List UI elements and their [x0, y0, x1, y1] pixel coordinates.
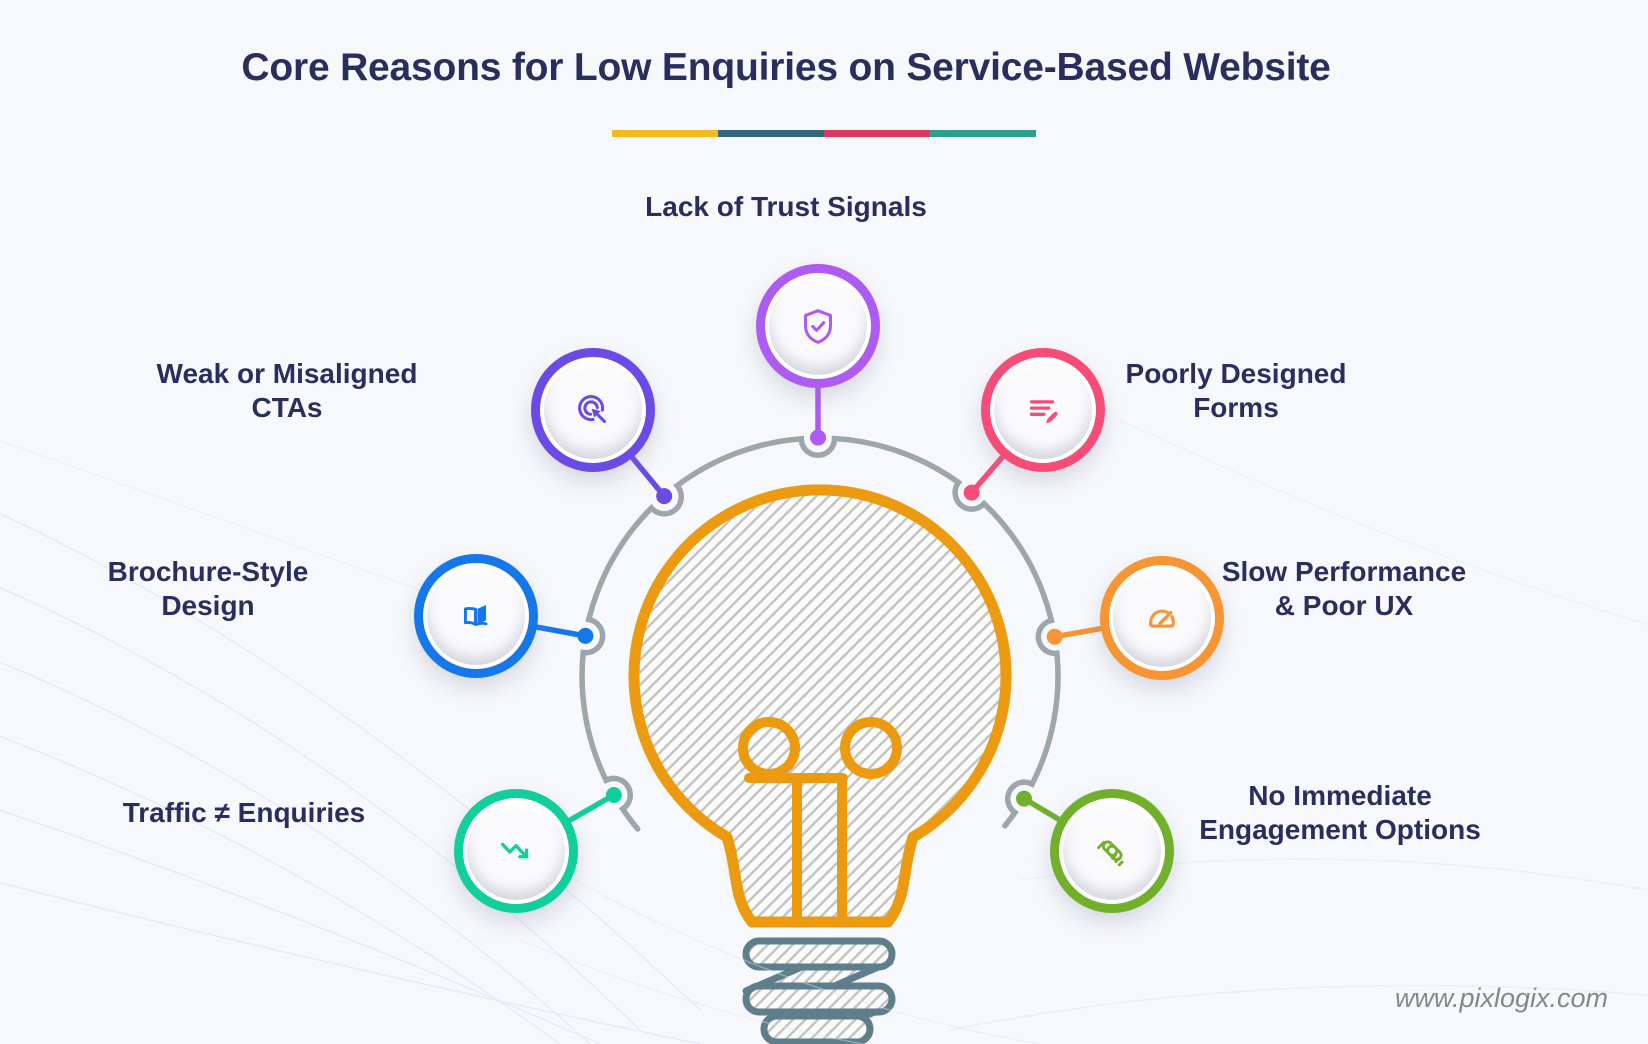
orbit-arc	[579, 435, 1061, 832]
dot-traffic	[605, 787, 622, 803]
divider-segment-yellow	[612, 130, 718, 137]
connector-dots	[577, 429, 1063, 807]
form-pencil-icon	[1029, 400, 1058, 424]
label-trust-signals: Lack of Trust Signals	[645, 191, 927, 222]
bulb-glass	[628, 484, 1012, 928]
node-poor-forms-disc	[994, 361, 1092, 459]
title-divider	[612, 130, 1036, 137]
label-slow-performance: Slow Performance& Poor UX	[1221, 556, 1467, 621]
page-title: Core Reasons for Low Enquiries on Servic…	[241, 46, 1331, 89]
label-traffic-enquiries: Traffic ≠ Enquiries	[122, 797, 366, 828]
node-trust-signals	[756, 264, 880, 388]
node-slow-performance-disc	[1113, 569, 1211, 667]
divider-segment-steel	[718, 130, 824, 137]
open-book-icon	[464, 604, 488, 627]
node-traffic-enquiries-disc	[467, 802, 565, 900]
handshake-icon	[1097, 840, 1124, 867]
bulb-filament	[738, 717, 902, 923]
speedometer-icon	[1149, 609, 1175, 628]
node-brochure-design	[414, 554, 538, 678]
node-no-engagement-disc	[1063, 802, 1161, 900]
decor-curves-overlay	[519, 859, 1041, 1044]
node-traffic-enquiries	[454, 789, 578, 913]
node-poor-forms	[981, 348, 1105, 472]
dot-brochure	[577, 627, 594, 644]
node-brochure-design-disc	[427, 567, 525, 665]
node-no-engagement	[1050, 789, 1174, 913]
divider-segment-crimson	[824, 130, 930, 137]
dot-engagement	[1016, 790, 1032, 807]
lightbulb	[628, 484, 1012, 928]
background-decor-curves	[0, 419, 1648, 1044]
dot-ctas	[656, 488, 673, 505]
dot-slow	[1046, 628, 1063, 645]
node-trust-signals-disc	[769, 277, 867, 375]
divider-segment-teal	[930, 130, 1036, 137]
trend-down-icon	[500, 842, 529, 859]
shield-check-icon	[804, 309, 832, 344]
node-slow-performance	[1100, 556, 1224, 680]
cursor-click-icon	[578, 395, 607, 424]
watermark-url: www.pixlogix.com	[1394, 983, 1608, 1013]
node-weak-ctas	[531, 348, 655, 472]
node-weak-ctas-disc	[544, 361, 642, 459]
bulb-base	[742, 937, 896, 1044]
dot-trust	[810, 429, 826, 446]
dot-forms	[963, 484, 980, 501]
